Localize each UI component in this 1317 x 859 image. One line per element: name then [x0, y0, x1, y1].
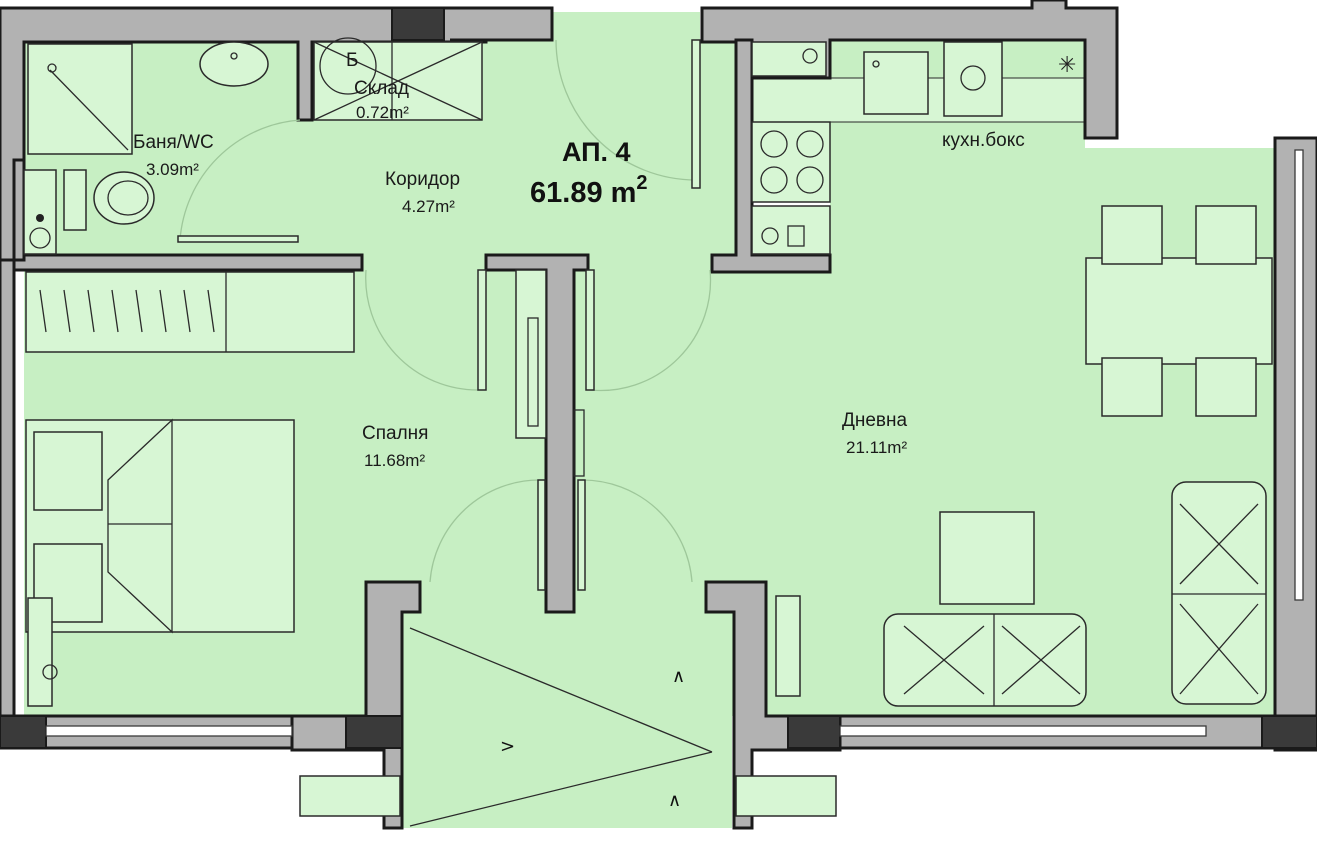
door-arc-living: [589, 269, 712, 392]
room-label-corridor: Коридор: [385, 169, 460, 190]
toilet-tank: [63, 169, 87, 231]
boiler: [23, 169, 57, 255]
hangers: [39, 289, 215, 333]
balcony-door-line-2: [409, 751, 713, 827]
living-radiator: [775, 595, 801, 697]
tv-stand: [515, 269, 547, 439]
svg-text:∧: ∧: [668, 790, 681, 811]
boiler-icon: [29, 227, 51, 249]
dining-table: [1085, 257, 1273, 365]
window-bottom-right: [839, 725, 1207, 737]
storage-fixtures: [313, 37, 483, 121]
column-bottom-3: [787, 715, 841, 749]
wardrobe: [25, 271, 355, 353]
fridge: [751, 41, 827, 77]
oven: [751, 205, 831, 255]
room-label-storage: Склад: [354, 78, 409, 99]
room-area-bedroom: 11.68m²: [364, 451, 425, 470]
balcony-door-line-1: [409, 627, 713, 753]
room-area-corridor: 4.27m²: [402, 197, 455, 216]
room-area-living: 21.11m²: [846, 438, 907, 457]
door-arc-entrance: [555, 39, 697, 181]
shower-drain-icon: [47, 63, 57, 73]
wall-kitchen: [710, 38, 832, 274]
window-bottom-left: [45, 725, 293, 737]
labels: АП. 4 61.89 m2 Баня/WC 3.09m² Б Склад 0.…: [133, 50, 1025, 470]
apartment-title: АП. 4: [562, 137, 631, 167]
storage-circle-icon: [319, 37, 377, 95]
chair-4: [1195, 357, 1257, 417]
doors: [177, 39, 712, 591]
room-label-living: Дневна: [842, 410, 908, 431]
door-arc-bedroom: [365, 269, 479, 391]
walls: [0, 0, 1317, 830]
room-label-kitchen: кухн.бокс: [942, 130, 1025, 151]
bedroom-fixtures: [25, 269, 585, 707]
door-arc-balcony-left: [429, 479, 541, 583]
room-area-bathroom: 3.09m²: [146, 160, 199, 179]
column-bottom-2: [345, 715, 403, 749]
chair-3: [1101, 357, 1163, 417]
wall-balcony-right: [704, 580, 842, 830]
washbasin: [199, 41, 269, 87]
svg-text:>: >: [500, 736, 515, 757]
door-arc-bathroom: [179, 119, 301, 241]
wall-left: [0, 258, 16, 732]
room-mark-storage: Б: [346, 50, 358, 71]
column-top: [391, 7, 445, 41]
chair-2: [1195, 205, 1257, 265]
living-fixtures: [775, 205, 1273, 707]
column-bottom-1: [0, 715, 47, 749]
outdoor-unit-left: [299, 775, 401, 817]
door-leaf-entrance: [691, 39, 701, 189]
door-arc-balcony-right: [581, 479, 693, 583]
dishwasher: [943, 41, 1003, 117]
sink: [863, 51, 929, 115]
balcony-floor: [402, 628, 732, 828]
wall-bath-side: [12, 158, 26, 262]
pillow-top: [33, 431, 103, 511]
chair-1: [1101, 205, 1163, 265]
door-leaf-bathroom: [177, 235, 299, 243]
star-icon: ✳: [1058, 53, 1076, 78]
room-label-bathroom: Баня/WC: [133, 132, 214, 153]
bed-cover: [107, 418, 173, 634]
svg-text:∧: ∧: [672, 666, 685, 687]
sofa-bottom: [883, 613, 1087, 707]
room-area-storage: 0.72m²: [356, 103, 409, 122]
kitchen-fixtures: ✳: [751, 41, 1076, 255]
wall-partition: [484, 253, 590, 614]
column-bottom-4: [1261, 715, 1317, 749]
wall-bathroom: [12, 253, 364, 272]
bedside-radiator: [27, 597, 53, 707]
sofa-right: [1171, 481, 1267, 705]
window-right: [1294, 149, 1304, 601]
door-leaf-balcony-left: [537, 479, 546, 591]
apartment-total-area: 61.89 m2: [530, 172, 648, 209]
room-label-bedroom: Спалня: [362, 423, 428, 444]
door-leaf-bedroom: [477, 269, 487, 391]
wall-balcony-left: [290, 580, 422, 830]
outdoor-unit-right: [735, 775, 837, 817]
door-leaf-living: [585, 269, 595, 391]
balcony: ∧ > ∧: [299, 627, 837, 827]
coffee-table: [939, 511, 1035, 605]
bathroom-fixtures: [23, 41, 269, 255]
door-leaf-balcony-right: [577, 479, 586, 591]
toilet-bowl: [93, 171, 155, 225]
